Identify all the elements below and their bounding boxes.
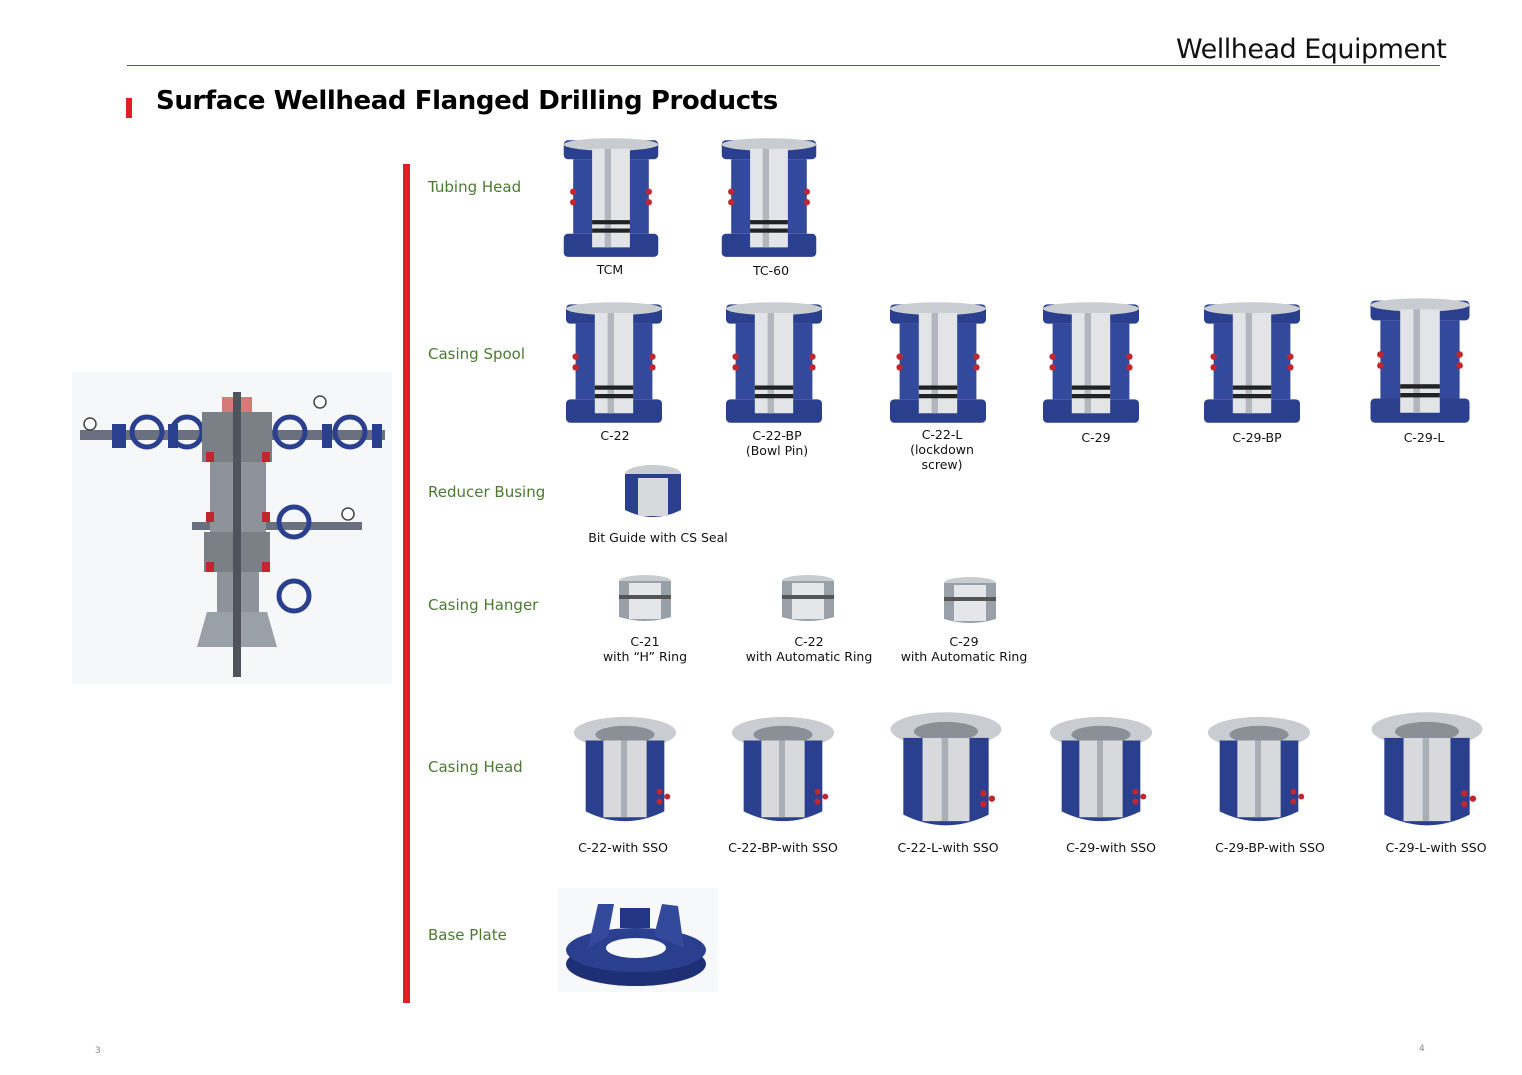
product-caption-c-21-hanger: C-21 with “H” Ring xyxy=(602,634,688,664)
product-image-c-22-l-spool xyxy=(872,298,1004,426)
product-image-c-22-head xyxy=(566,708,684,836)
category-label-casing-hanger: Casing Hanger xyxy=(428,596,539,614)
product-image-c-22-spool xyxy=(558,298,670,426)
product-caption-c-29-spool: C-29 xyxy=(1081,430,1111,445)
product-caption-c-22-l-spool: C-22-L (lockdown screw) xyxy=(910,427,974,472)
header-rule xyxy=(127,65,1440,66)
product-caption-c-22-spool: C-22 xyxy=(600,428,630,443)
category-label-base-plate: Base Plate xyxy=(428,926,507,944)
product-image-c-29-head xyxy=(1042,708,1160,836)
category-label-reducer-busing: Reducer Busing xyxy=(428,483,546,501)
category-label-casing-head: Casing Head xyxy=(428,758,523,776)
product-caption-bit-guide: Bit Guide with CS Seal xyxy=(588,530,728,545)
product-caption-c-22-bp-head: C-22-BP-with SSO xyxy=(728,840,838,855)
product-image-c-29-hanger xyxy=(940,572,1000,628)
product-caption-c-22-head: C-22-with SSO xyxy=(578,840,668,855)
category-divider-bar xyxy=(403,164,410,1003)
product-caption-c-22-bp-spool: C-22-BP (Bowl Pin) xyxy=(745,428,809,458)
page-number-right: 4 xyxy=(1419,1044,1425,1054)
product-caption-c-29-l-spool: C-29-L xyxy=(1403,430,1445,445)
product-caption-c-29-bp-spool: C-29-BP xyxy=(1232,430,1282,445)
product-image-c-29-spool xyxy=(1035,298,1147,426)
header-section-title: Wellhead Equipment xyxy=(1176,34,1447,65)
product-image-c-29-l-head xyxy=(1356,708,1498,836)
product-caption-c-29-bp-head: C-29-BP-with SSO xyxy=(1215,840,1325,855)
product-caption-tcm: TCM xyxy=(596,262,624,277)
product-image-bit-guide xyxy=(620,462,686,522)
product-image-c-22-hanger xyxy=(778,572,838,624)
product-caption-c-22-hanger: C-22 with Automatic Ring xyxy=(745,634,873,664)
page-title: Surface Wellhead Flanged Drilling Produc… xyxy=(156,86,778,116)
product-caption-c-22-l-head: C-22-L-with SSO xyxy=(897,840,999,855)
product-image-tc-60 xyxy=(707,134,831,260)
title-marker xyxy=(126,98,132,118)
product-image-c-29-l-spool xyxy=(1350,294,1490,426)
category-label-casing-spool: Casing Spool xyxy=(428,345,526,363)
product-image-c-22-l-head xyxy=(876,708,1016,836)
product-caption-c-29-hanger: C-29 with Automatic Ring xyxy=(900,634,1028,664)
product-caption-c-29-l-head: C-29-L-with SSO xyxy=(1385,840,1487,855)
product-image-base-plate xyxy=(558,888,718,992)
page-number-left: 3 xyxy=(95,1046,101,1056)
product-image-c-22-bp-head xyxy=(724,708,842,836)
wellhead-assembly-image xyxy=(72,372,392,689)
product-image-tcm xyxy=(555,134,667,260)
product-caption-tc-60: TC-60 xyxy=(752,263,790,278)
product-image-c-21-hanger xyxy=(615,572,675,624)
product-image-c-22-bp-spool xyxy=(718,298,830,426)
product-image-c-29-bp-head xyxy=(1200,708,1318,836)
category-label-tubing-head: Tubing Head xyxy=(428,178,522,196)
product-caption-c-29-head: C-29-with SSO xyxy=(1066,840,1156,855)
product-image-c-29-bp-spool xyxy=(1196,298,1308,426)
